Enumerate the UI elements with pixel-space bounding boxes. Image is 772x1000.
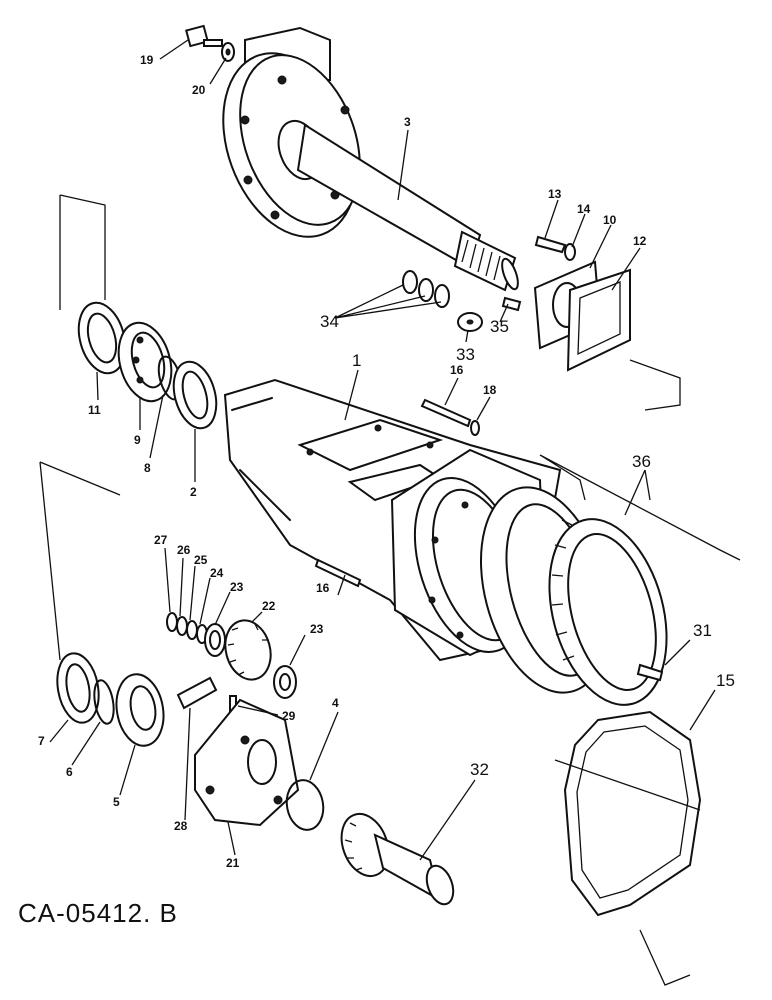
- gear-part-22: [224, 619, 272, 681]
- callout-24: 24: [210, 566, 224, 580]
- seal-part-11: [77, 301, 127, 375]
- callout-27: 27: [154, 533, 168, 547]
- callout-15: 15: [716, 671, 735, 690]
- callout-20: 20: [192, 83, 206, 97]
- pin-part-31: [636, 663, 664, 682]
- bearing-part-23-inner: [204, 623, 226, 657]
- callout-16-upper: 16: [450, 363, 464, 377]
- callout-6: 6: [66, 765, 73, 779]
- gasket-part-12: [566, 268, 631, 372]
- bearing-part-5: [115, 673, 165, 747]
- washers-part-34: [402, 270, 450, 308]
- callout-34: 34: [320, 312, 339, 331]
- washer-part-14: [564, 243, 576, 261]
- callout-7: 7: [38, 734, 45, 748]
- drawing-number: CA-05412. B: [18, 898, 178, 928]
- gasket-part-15: [563, 710, 702, 917]
- callout-25: 25: [194, 553, 208, 567]
- callout-16-lower: 16: [316, 581, 330, 595]
- callout-26: 26: [177, 543, 191, 557]
- callout-13: 13: [548, 187, 562, 201]
- shim-part-2: [172, 360, 218, 430]
- callout-23-lower: 23: [310, 622, 324, 636]
- sun-gear-shaft-part-32: [340, 813, 455, 906]
- callout-2: 2: [190, 485, 197, 499]
- washer-part-18: [470, 420, 480, 436]
- callout-10: 10: [603, 213, 617, 227]
- callout-1: 1: [352, 351, 361, 370]
- callout-32: 32: [470, 760, 489, 779]
- bolt-part-16-upper: [420, 398, 472, 428]
- planet-carrier-part-21: [194, 698, 300, 827]
- washer-part-20: [221, 42, 235, 62]
- seal-part-7: [56, 652, 100, 724]
- bolt-part-19: [185, 24, 223, 48]
- callout-36: 36: [632, 452, 651, 471]
- shims-parts-24-27: [166, 612, 208, 644]
- bolt-part-13: [534, 235, 567, 254]
- callout-14: 14: [577, 202, 591, 216]
- callout-18: 18: [483, 383, 497, 397]
- callout-3: 3: [404, 115, 411, 129]
- callout-12: 12: [633, 234, 647, 248]
- leader-lines: [49, 39, 716, 861]
- bearing-part-23-outer: [273, 665, 297, 699]
- callout-5: 5: [113, 795, 120, 809]
- callout-23-upper: 23: [230, 580, 244, 594]
- callout-21: 21: [226, 856, 240, 870]
- callout-29: 29: [282, 709, 296, 723]
- callout-35: 35: [490, 317, 509, 336]
- callout-11: 11: [88, 403, 101, 417]
- callout-33: 33: [456, 345, 475, 364]
- snap-ring-part-6: [93, 679, 115, 725]
- bearing-part-9: [117, 321, 173, 403]
- ring-gear-assembly-part-36: [479, 486, 668, 706]
- callout-28: 28: [174, 819, 188, 833]
- callout-4: 4: [332, 696, 339, 710]
- callout-22: 22: [262, 599, 276, 613]
- axle-shaft-part-3: [222, 26, 519, 292]
- bracket-lines: [39, 194, 741, 986]
- callout-labels: 19 20 3 13 14 10 12 34 35 33 11 9 8 2 1 …: [38, 53, 735, 870]
- o-ring-part-4: [285, 779, 325, 831]
- callout-31: 31: [693, 621, 712, 640]
- washer-part-33: [457, 312, 483, 332]
- pin-part-28: [176, 676, 218, 710]
- callout-19: 19: [140, 53, 154, 67]
- bolt-part-16-lower: [314, 558, 362, 588]
- callout-8: 8: [144, 461, 151, 475]
- callout-9: 9: [134, 433, 141, 447]
